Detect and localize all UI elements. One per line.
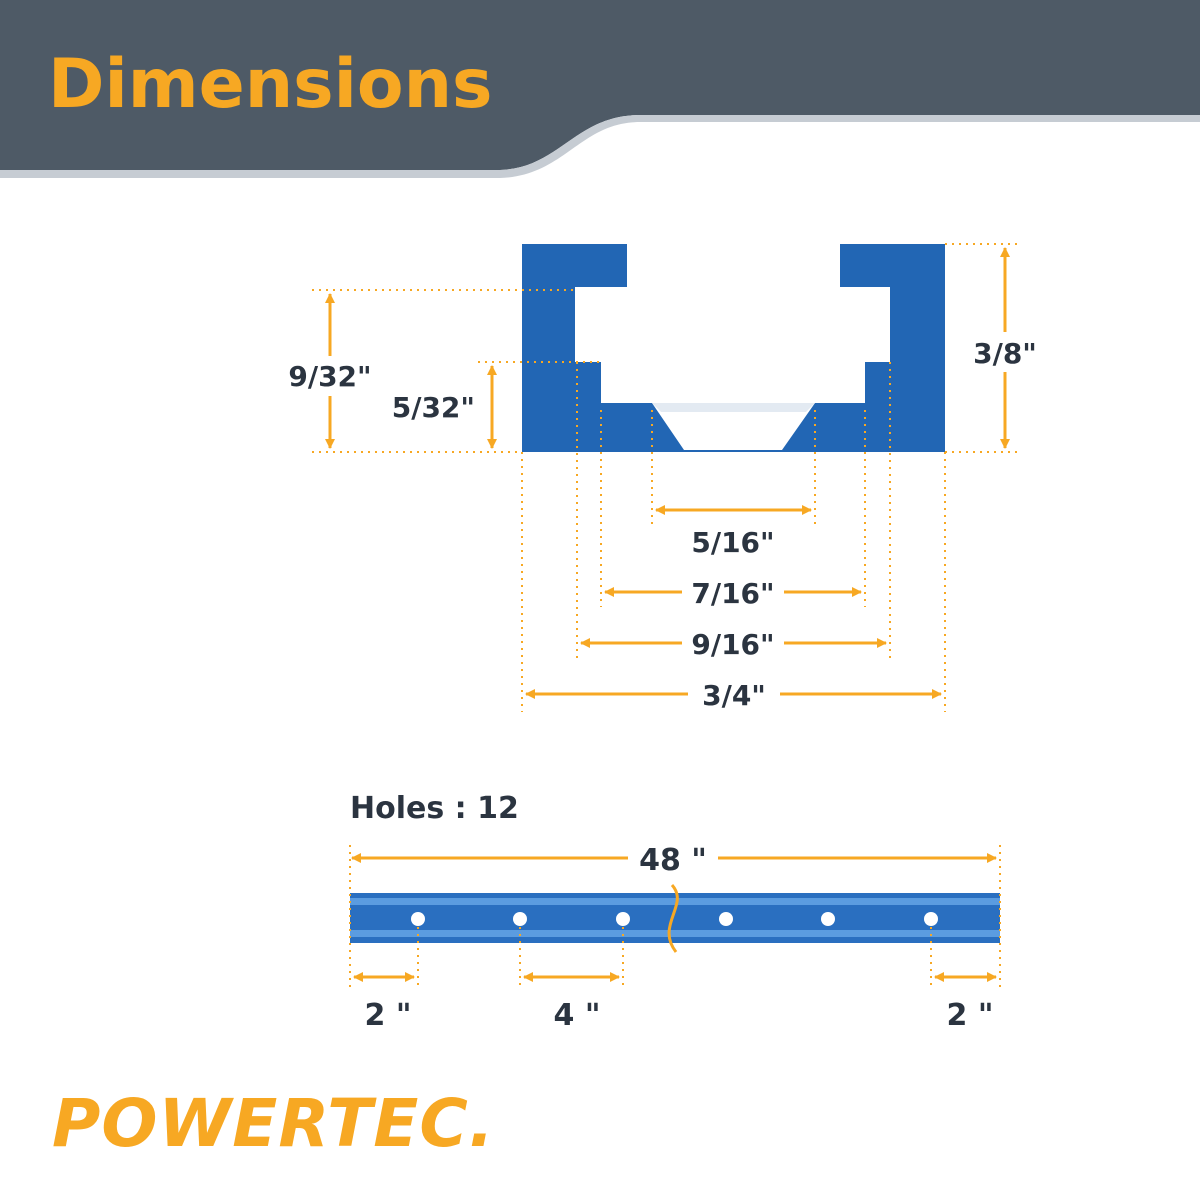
dim-label-length: 48 " [639,843,707,878]
profile-shape [522,244,945,452]
dim-label-spacing-middle: 4 " [554,998,601,1033]
rail-break-mark [667,883,679,953]
dim-label-slot-inner: 7/16" [691,577,774,610]
dim-label-height-lip: 9/32" [288,360,371,393]
dim-label-slot-outer: 9/16" [691,628,774,661]
rail-highlight [350,898,1000,905]
dim-label-height-slot: 5/32" [392,391,475,424]
rail-hole [924,912,938,926]
header-background [0,0,1200,170]
dim-label-width-total: 3/4" [702,679,766,712]
rail-holes [411,912,938,926]
rail-section: Holes : 12 48 " 2 " 4 " 2 " [349,791,1001,1033]
rail-hole [513,912,527,926]
rail-hole [616,912,630,926]
header-banner: Dimensions [0,0,1200,178]
header-edge [0,115,1200,178]
rail-extension-lines [349,845,1001,990]
holes-label: Holes : 12 [350,791,519,826]
page-title: Dimensions [48,45,493,124]
dim-label-spacing-right: 2 " [947,998,994,1033]
dim-label-bottom-opening: 5/16" [691,526,774,559]
rail-hole [719,912,733,926]
brand-logo: POWERTEC. [52,1085,495,1162]
rail-hole [821,912,835,926]
dim-label-height-total: 3/8" [973,337,1037,370]
rail-hole [411,912,425,926]
track-profile: 3/8" 9/32" 5/32" 5/16" 7/16" 9/16" 3/4" [280,243,1040,714]
rail-shadow [350,930,1000,937]
profile-groove [652,403,815,412]
dim-label-spacing-left: 2 " [365,998,412,1033]
extension-lines [312,243,1020,712]
